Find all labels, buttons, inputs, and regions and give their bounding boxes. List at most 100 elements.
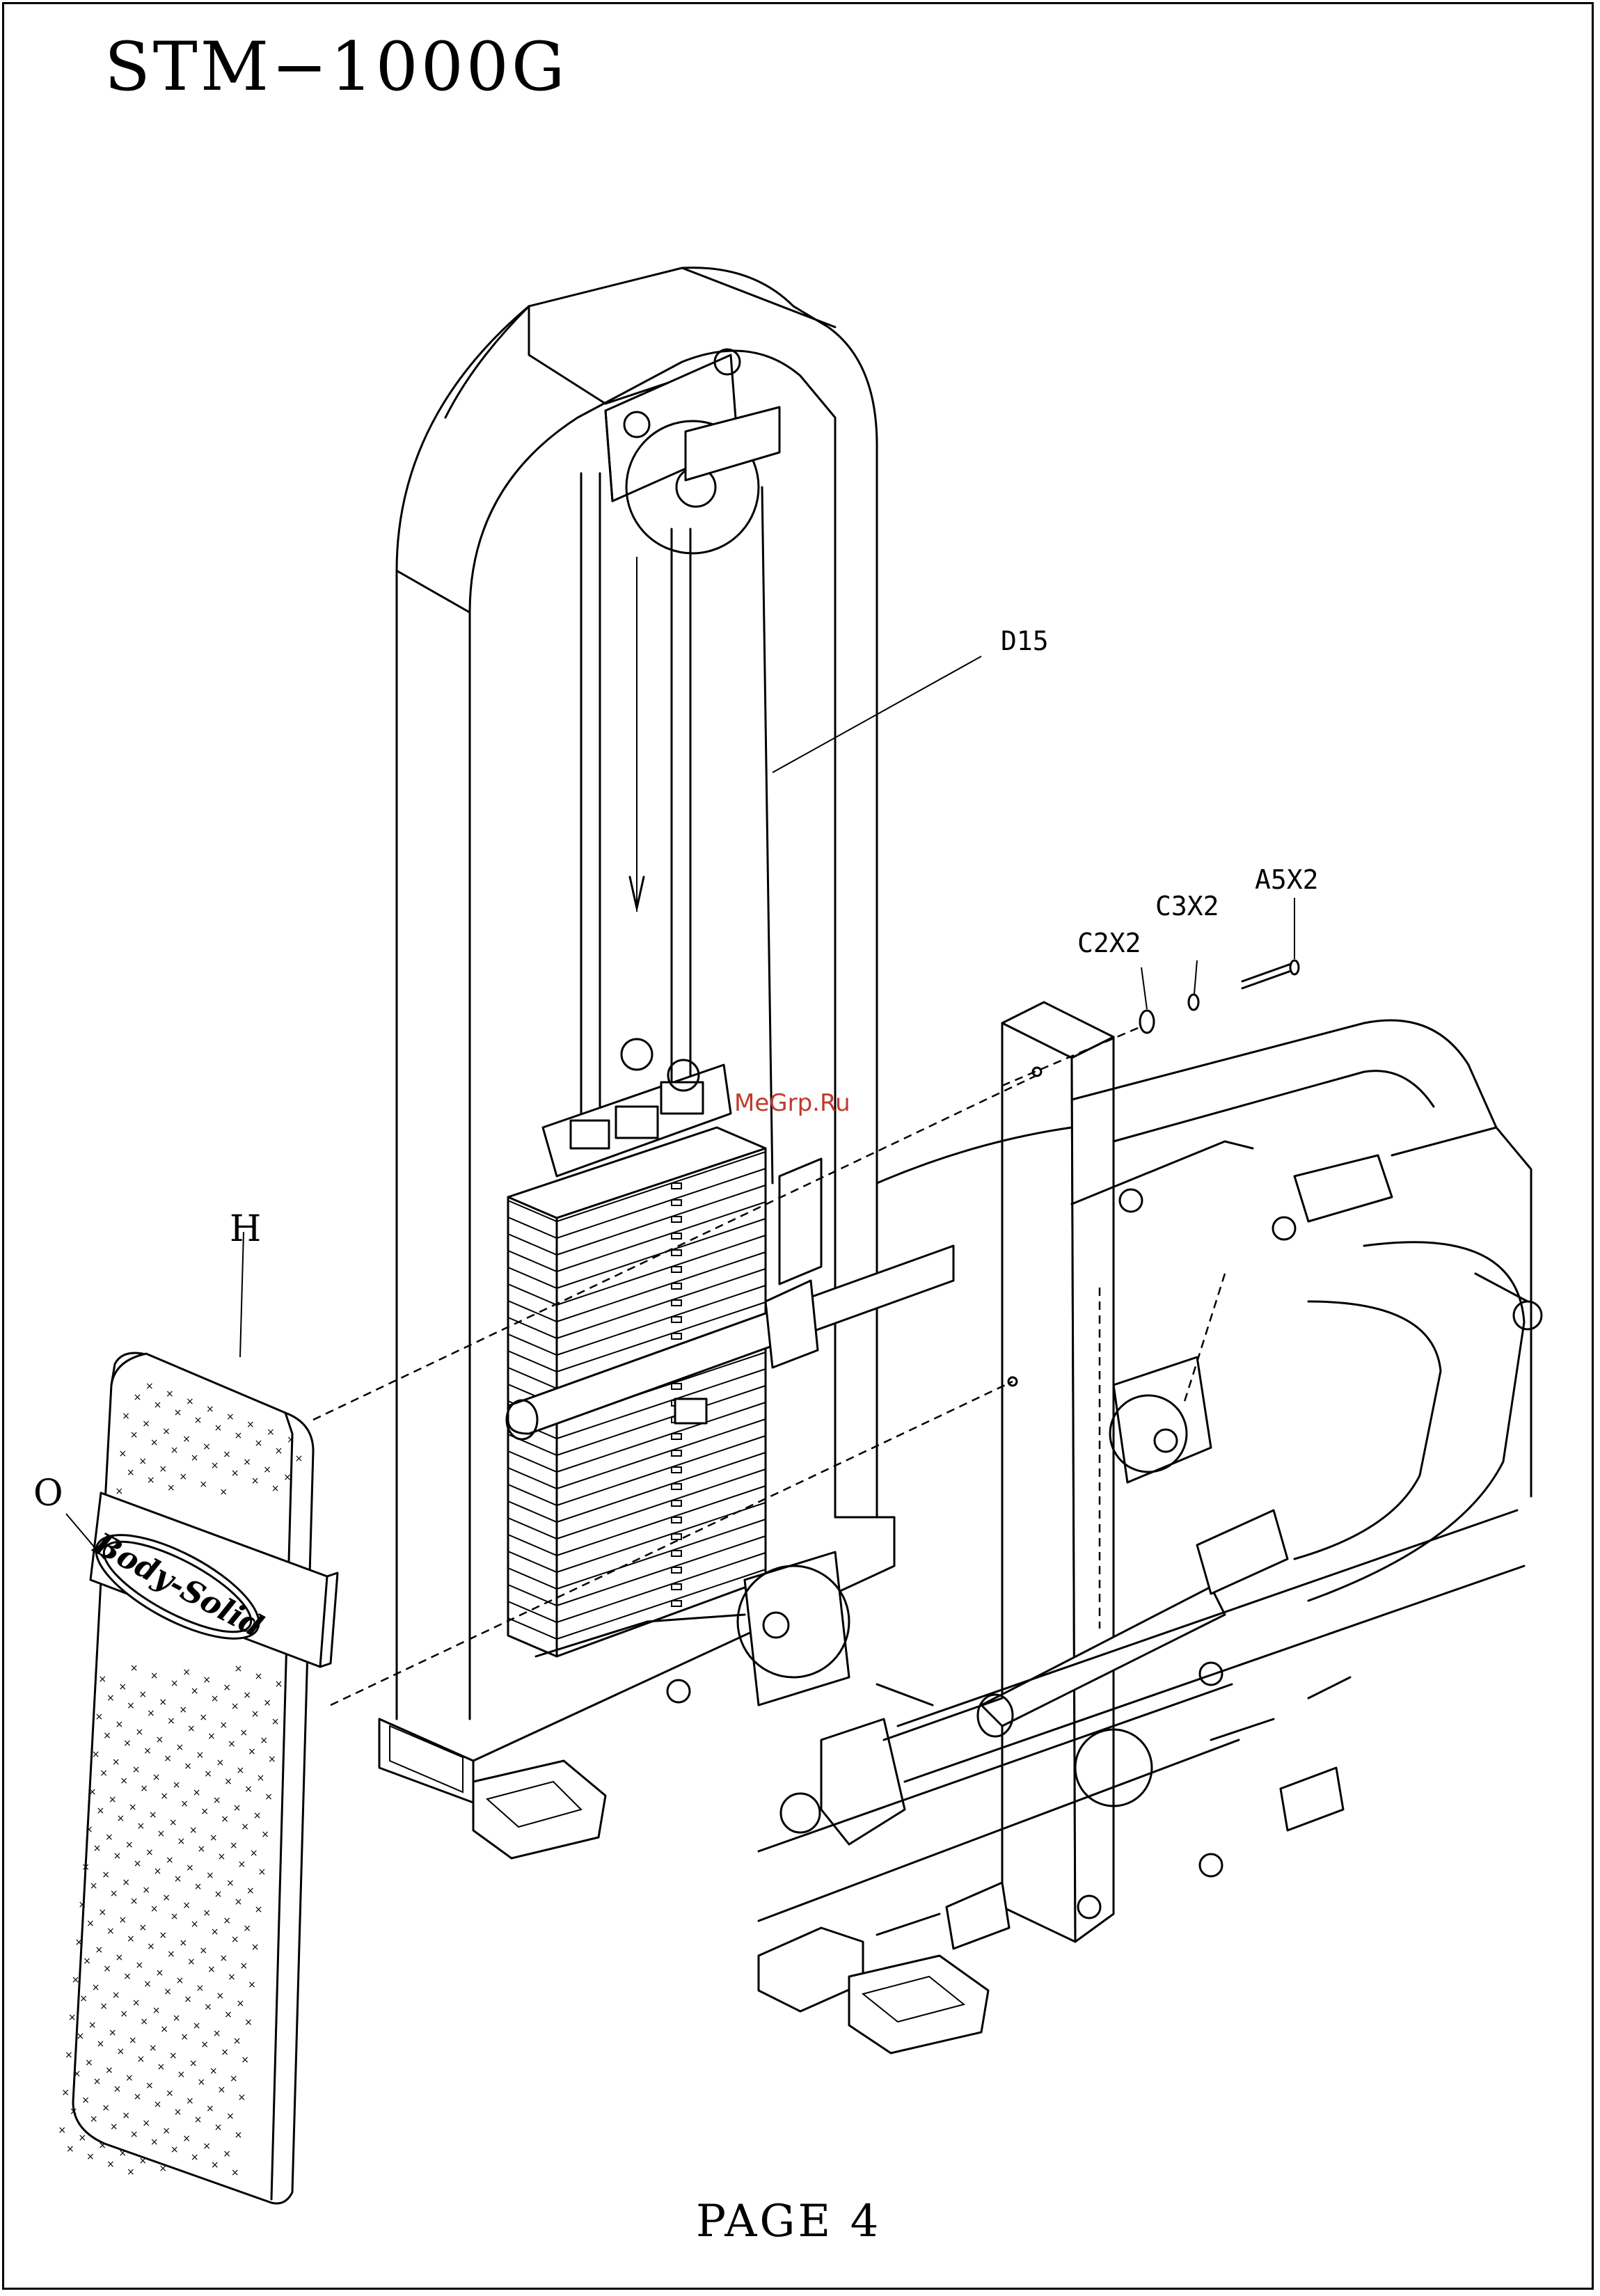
shroud-pattern-mark: ×	[138, 2155, 147, 2167]
weight-plate-edge	[507, 1251, 766, 1323]
shroud-pattern-mark: ×	[140, 1783, 148, 1794]
shroud-pattern-mark: ×	[112, 1757, 120, 1768]
shroud-pattern-mark: ×	[200, 2039, 209, 2050]
shroud-pattern-mark: ×	[90, 1881, 98, 1892]
shroud-pattern-mark: ×	[66, 2144, 74, 2155]
weight-plate-edge	[507, 1535, 766, 1607]
shroud-pattern-mark: ×	[171, 1911, 179, 1922]
shroud-pattern-mark: ×	[109, 2027, 117, 2038]
shroud-pattern-mark: ×	[110, 2121, 118, 2132]
shroud-pattern-mark: ×	[214, 1423, 223, 1434]
shroud-pattern-mark: ×	[171, 1445, 179, 1456]
tower-frame	[378, 267, 896, 1804]
shroud-pattern-mark: ×	[189, 1825, 198, 1836]
shroud-pattern-mark: ×	[182, 1434, 191, 1445]
shroud-pattern-mark: ×	[184, 1761, 192, 1772]
shroud-pattern-mark: ×	[194, 1415, 203, 1426]
shroud-pattern-mark: ×	[159, 1697, 167, 1708]
shroud-pattern-mark: ×	[147, 1941, 155, 1952]
shroud-pattern-mark: ×	[200, 1806, 209, 1817]
shroud-pattern-mark: ×	[167, 1482, 175, 1494]
shroud-pattern-mark: ×	[109, 1794, 117, 1805]
shroud-pattern-mark: ×	[180, 1798, 189, 1810]
shroud-pattern-mark: ×	[147, 1475, 155, 1486]
shroud-pattern-mark: ×	[226, 2111, 235, 2122]
shroud-pattern-mark: ×	[177, 1836, 185, 1847]
shroud-pattern-mark: ×	[95, 1711, 104, 1723]
weight-plate-edge	[507, 1235, 766, 1306]
shroud-pattern-mark: ×	[213, 2028, 221, 2039]
shroud-pattern-mark: ×	[223, 1449, 231, 1460]
shroud-pattern-mark: ×	[179, 1704, 187, 1716]
shroud-pattern-mark: ×	[255, 1671, 263, 1682]
weight-plate-edge	[507, 1218, 766, 1290]
shroud-pattern-mark: ×	[86, 2151, 95, 2162]
shroud-pattern-mark: ×	[230, 2073, 238, 2084]
shroud-pattern-mark: ×	[127, 1700, 135, 1711]
weight-plate-edge	[507, 1168, 766, 1240]
shroud-pattern-mark: ×	[187, 1723, 196, 1734]
shroud-pattern-mark: ×	[134, 1392, 142, 1403]
shroud-pattern-mark: ×	[207, 1731, 216, 1742]
shroud-pattern-mark: ×	[162, 1892, 171, 1903]
shroud-pattern-mark: ×	[125, 1839, 134, 1851]
shroud-pattern-mark: ×	[251, 1475, 260, 1487]
shroud-pattern-mark: ×	[199, 1712, 207, 1723]
shroud-pattern-mark: ×	[145, 1847, 154, 1858]
shroud-pattern-mark: ×	[250, 1848, 258, 1859]
shroud-pattern-mark: ×	[211, 1926, 219, 1938]
weight-plate-slot	[671, 1333, 682, 1340]
shroud-pattern-mark: ×	[173, 1780, 181, 1791]
shroud-pattern-mark: ×	[257, 1773, 265, 1784]
weight-plate-slot	[671, 1283, 682, 1290]
shroud-pattern-mark: ×	[223, 2148, 231, 2160]
shroud-pattern-mark: ×	[219, 1953, 228, 1964]
weight-plate-slot	[671, 1266, 682, 1273]
shroud-pattern-mark: ×	[214, 2122, 223, 2133]
shroud-pattern-mark: ×	[237, 1765, 245, 1776]
shroud-pattern-mark: ×	[76, 2031, 84, 2042]
shroud-pattern-mark: ×	[159, 1930, 167, 1941]
shroud-pattern-mark: ×	[260, 1735, 268, 1746]
shroud-pattern-mark: ×	[211, 1693, 219, 1704]
shroud-pattern-mark: ×	[219, 1720, 228, 1731]
shroud-pattern-mark: ×	[173, 2013, 181, 2024]
weight-plate-slot	[671, 1533, 682, 1540]
shroud-pattern-mark: ×	[93, 1843, 102, 1854]
shroud-pattern-mark: ×	[122, 2110, 130, 2121]
shroud-pattern-mark: ×	[295, 1453, 303, 1464]
shroud-pattern-mark: ×	[103, 1730, 111, 1741]
shroud-pattern-mark: ×	[221, 2047, 229, 2058]
callout-c3x2: C3X2	[1155, 891, 1219, 921]
shroud-pattern-mark: ×	[132, 1764, 141, 1775]
shroud-pattern-mark: ×	[169, 2050, 177, 2061]
shroud-pattern-mark: ×	[113, 1851, 122, 1862]
shroud-pattern-mark: ×	[149, 2043, 157, 2054]
shroud-pattern-mark: ×	[96, 1805, 104, 1816]
shroud-pattern-mark: ×	[134, 2091, 142, 2103]
shroud-pattern-mark: ×	[182, 2133, 191, 2144]
shroud-pattern-mark: ×	[103, 1963, 111, 1974]
shroud-pattern-mark: ×	[167, 1949, 175, 1960]
shroud-pattern-mark: ×	[134, 1858, 142, 1869]
shroud-pattern-mark: ×	[93, 2076, 102, 2087]
shroud-pattern-mark: ×	[75, 1937, 84, 1948]
shroud-pattern-mark: ×	[100, 1768, 108, 1779]
shroud-pattern-mark: ×	[228, 1972, 236, 1983]
arm-rail	[505, 1157, 955, 1441]
shroud-pattern-mark: ×	[217, 2084, 225, 2096]
shroud-pattern-mark: ×	[255, 1904, 263, 1915]
shroud-pattern-mark: ×	[118, 2148, 127, 2159]
shroud-pattern-mark: ×	[216, 1757, 225, 1768]
weight-plate-slot	[671, 1216, 682, 1223]
shroud-pattern-mark: ×	[116, 2046, 125, 2057]
shroud-pattern-mark: ×	[179, 1938, 187, 1949]
callout-h: H	[230, 1208, 262, 1250]
shroud-pattern-mark: ×	[283, 1472, 292, 1483]
shroud-pattern-mark: ×	[191, 1452, 199, 1464]
shroud-pattern-mark: ×	[248, 1979, 256, 1990]
shroud-pattern-mark: ×	[73, 2068, 81, 2080]
shroud-pattern-mark: ×	[142, 1418, 150, 1430]
shroud-pattern-mark: ×	[138, 1689, 147, 1700]
